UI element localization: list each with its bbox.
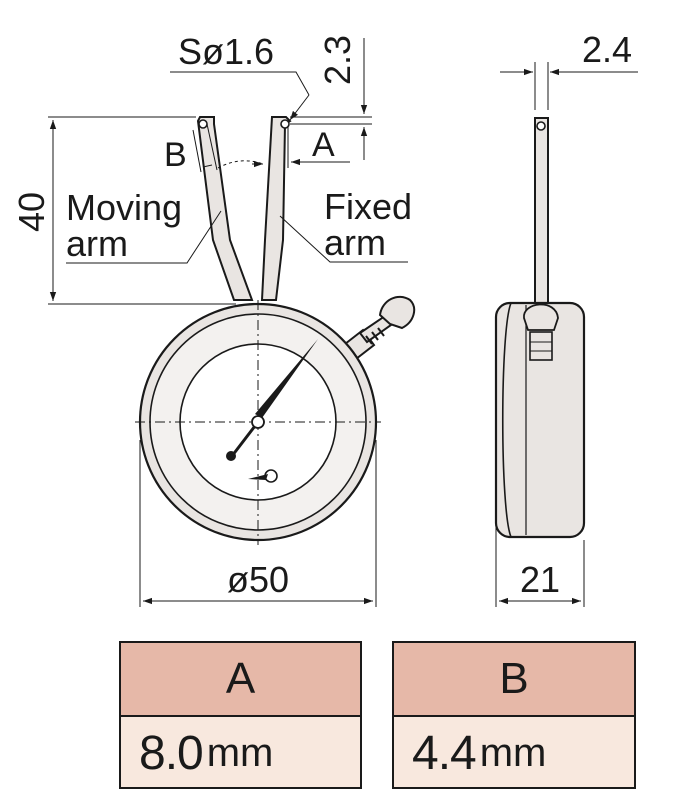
table-a-header: A (121, 643, 360, 717)
depth-label: 21 (520, 559, 560, 600)
fixed-arm (260, 116, 292, 301)
table-b-header: B (394, 643, 634, 717)
side-view (494, 117, 586, 539)
moving-arm-label-line1: Moving (66, 187, 182, 228)
crown (343, 295, 416, 361)
labels: Sø1.6 2.3 2.4 B A 40 Moving arm Fixed ar… (11, 29, 632, 600)
front-view (135, 116, 416, 545)
table-a-unit: mm (206, 730, 274, 775)
fixed-arm-tip (280, 119, 290, 129)
fixed-arm-label-line2: arm (324, 222, 386, 263)
moving-arm (196, 116, 254, 301)
front-dimensions (48, 38, 408, 607)
table-b-unit: mm (479, 730, 547, 775)
dim-b-label: B (164, 136, 187, 174)
moving-arm-label-line2: arm (66, 223, 128, 264)
table-b-value: 4.4 (412, 726, 477, 780)
sphere-dia-label: Sø1.6 (178, 31, 274, 72)
table-b-value-cell: 4.4 mm (394, 717, 634, 789)
height-label: 40 (11, 192, 52, 232)
caliper-gauge-drawing: Sø1.6 2.3 2.4 B A 40 Moving arm Fixed ar… (11, 29, 638, 607)
side-body (494, 301, 586, 539)
dim-a-label: A (312, 126, 335, 164)
main-pointer (255, 339, 318, 418)
table-a: A 8.0 mm (119, 641, 362, 789)
side-dimensions (495, 62, 638, 607)
tip-offset-label: 2.3 (317, 35, 358, 85)
table-a-value-cell: 8.0 mm (121, 717, 360, 789)
table-b: B 4.4 mm (392, 641, 636, 789)
body-dia-label: ø50 (227, 559, 289, 600)
moving-arm-tip (198, 119, 208, 129)
fixed-arm-label-line1: Fixed (324, 186, 412, 227)
arm-width-label: 2.4 (582, 29, 632, 70)
side-arm (534, 117, 549, 309)
table-a-value: 8.0 (139, 726, 204, 780)
pointer-hub (251, 415, 265, 429)
pointer-tail-dot (226, 451, 236, 461)
